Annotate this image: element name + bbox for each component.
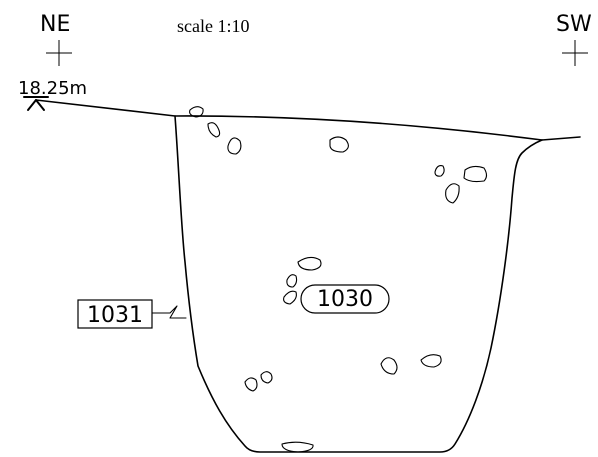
stone bbox=[434, 165, 445, 177]
stone bbox=[463, 165, 488, 183]
stone bbox=[297, 256, 322, 271]
stone bbox=[445, 183, 460, 204]
stone bbox=[260, 371, 273, 384]
stone bbox=[420, 354, 442, 368]
cut-label-leader bbox=[151, 305, 187, 319]
stone bbox=[283, 290, 297, 305]
cut-label-box bbox=[77, 299, 153, 329]
scale-label: scale 1:10 bbox=[177, 16, 249, 36]
cut-context-label: 1031 bbox=[77, 299, 187, 329]
cut-outline-1031 bbox=[174, 115, 543, 453]
ground-surface-line bbox=[35, 99, 581, 141]
datum-arrow-icon bbox=[23, 96, 49, 111]
stone bbox=[189, 106, 204, 118]
orientation-ne-label: NE bbox=[40, 12, 70, 37]
stone bbox=[207, 122, 221, 138]
stone bbox=[281, 441, 314, 453]
stone bbox=[227, 137, 242, 155]
stone bbox=[329, 136, 349, 153]
ne-survey-cross-icon bbox=[46, 40, 72, 66]
fill-context-label: 1030 bbox=[300, 284, 390, 314]
fill-label-text: 1030 bbox=[317, 287, 373, 312]
stone bbox=[380, 357, 398, 375]
fill-label-pill bbox=[300, 284, 390, 314]
sw-survey-cross-icon bbox=[562, 40, 588, 66]
stone bbox=[244, 377, 258, 392]
stone bbox=[286, 274, 298, 288]
datum-level-label: 18.25m bbox=[18, 78, 87, 99]
orientation-sw-label: SW bbox=[556, 12, 592, 37]
cut-label-text: 1031 bbox=[87, 303, 143, 328]
stone-inclusions bbox=[189, 106, 488, 453]
